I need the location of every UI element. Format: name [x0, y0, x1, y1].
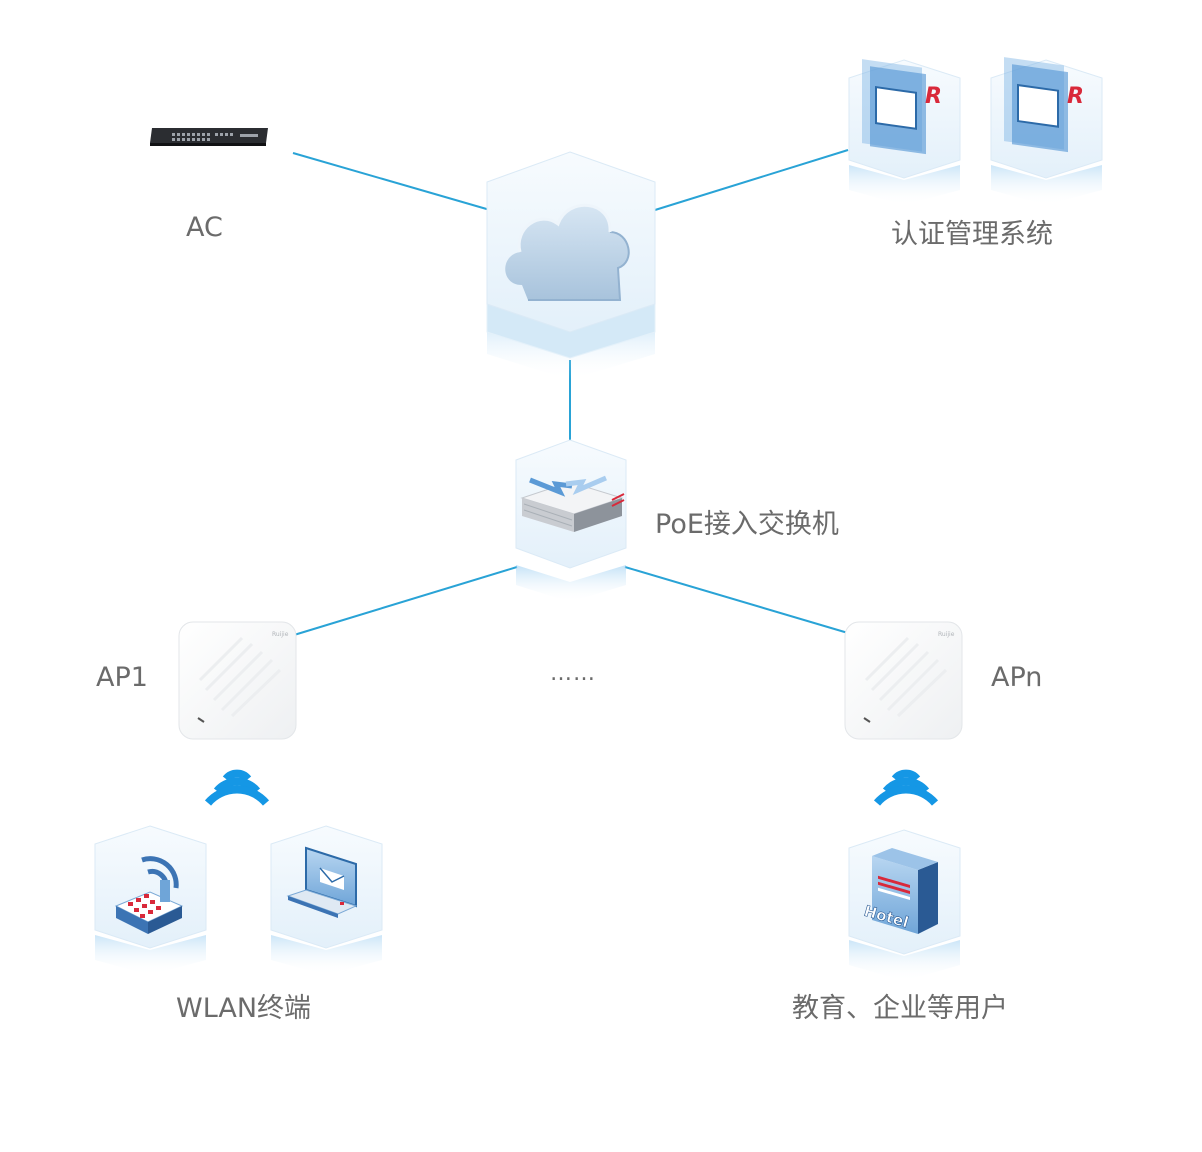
wireless-phone-icon[interactable] [94, 825, 207, 975]
label-auth-system: 认证管理系统 [891, 219, 1053, 250]
auth-server-tile-1: R [848, 59, 961, 205]
switch-device-icon[interactable] [150, 128, 268, 146]
access-point-icon[interactable]: Ruijie [178, 621, 297, 740]
poe-switch-icon[interactable] [515, 439, 627, 602]
label-wlan-terminal: WLAN终端 [176, 993, 312, 1024]
laptop-icon[interactable] [270, 825, 383, 975]
auth-server-tile-2: R [990, 57, 1103, 205]
label-apn: APn [991, 662, 1043, 693]
cloud-icon [505, 203, 630, 301]
link-poe-ap1 [293, 566, 518, 636]
hotel-building-icon[interactable]: Hotel [848, 829, 961, 981]
access-point-icon[interactable]: Ruijie [844, 621, 963, 740]
auth-server-icon[interactable]: R R [848, 57, 1103, 205]
wifi-signal-icon [873, 769, 939, 806]
svg-text:Ruijie: Ruijie [938, 631, 955, 638]
label-ellipsis: …… [550, 661, 596, 686]
label-ap1: AP1 [96, 662, 148, 693]
svg-text:R: R [1067, 84, 1084, 109]
cloud-node[interactable] [486, 151, 656, 380]
svg-text:Ruijie: Ruijie [272, 631, 289, 638]
label-users: 教育、企业等用户 [792, 993, 1008, 1024]
svg-text:R: R [925, 84, 942, 109]
link-ac-cloud [292, 152, 491, 211]
link-poe-apn [624, 566, 849, 634]
link-auth-cloud [654, 149, 849, 211]
wifi-signal-icon [204, 769, 270, 806]
label-ac: AC [186, 212, 223, 243]
label-poe-switch: PoE接入交换机 [655, 509, 839, 540]
